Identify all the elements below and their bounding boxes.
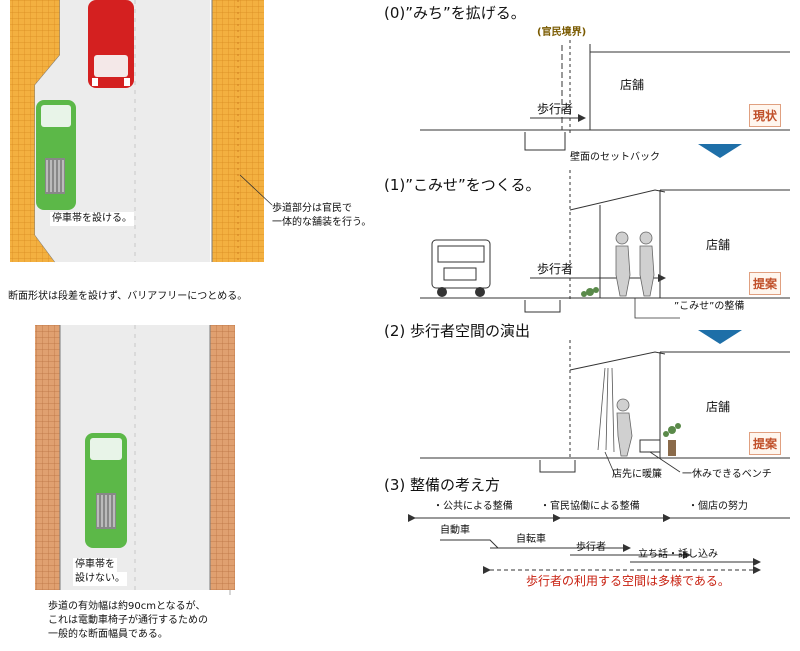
note-paving-line2: 一体的な舗装を行う。 bbox=[272, 217, 372, 228]
collab-works-label: ・官民協働による整備 bbox=[540, 501, 640, 512]
shop-effort-label: ・個店の努力 bbox=[688, 501, 748, 512]
note-parking-bay: 停車帯を設ける。 bbox=[50, 212, 134, 226]
approach-arrows bbox=[408, 514, 790, 574]
caption-barrier-free: 断面形状は段差を設けず、バリアフリーにつとめる。 bbox=[8, 291, 248, 302]
section-1-drawing bbox=[420, 170, 790, 319]
note-paving-line1: 歩道部分は官民で bbox=[272, 203, 352, 214]
road-surface bbox=[35, 0, 210, 262]
walker-label: 歩行者 bbox=[576, 542, 606, 553]
right-sidewalk bbox=[210, 325, 235, 590]
section-0-drawing bbox=[420, 40, 790, 151]
bench-label: 一休みできるベンチ bbox=[682, 469, 772, 480]
bench-icon bbox=[639, 439, 661, 453]
section-1-title: (1)”こみせ”をつくる。 bbox=[384, 176, 541, 194]
section-0-title: (0)”みち”を拡げる。 bbox=[384, 4, 526, 22]
down-arrow-icon bbox=[698, 144, 742, 158]
green-car-bottom bbox=[85, 433, 127, 548]
green-car-top bbox=[36, 100, 76, 210]
plan-top-drawing bbox=[10, 0, 273, 263]
section-0-walker-label: 歩行者 bbox=[537, 102, 574, 116]
chat-label: 立ち話・話し込み bbox=[638, 549, 718, 560]
note-no-bay-line1: 停車帯を bbox=[73, 558, 117, 572]
conclusion-text: 歩行者の利用する空間は多様である。 bbox=[526, 574, 730, 588]
section-2-title: (2) 歩行者空間の演出 bbox=[384, 322, 531, 340]
potted-plant-icon bbox=[663, 423, 681, 456]
section-1-walker-label: 歩行者 bbox=[537, 262, 574, 276]
bicycle-label: 自転車 bbox=[516, 534, 546, 545]
plan-bottom-drawing bbox=[35, 325, 235, 650]
stamp-proposal-1: 提案 bbox=[749, 272, 782, 295]
truck-icon bbox=[431, 239, 491, 297]
stamp-proposal-2: 提案 bbox=[749, 432, 782, 455]
pedestrians-icon bbox=[615, 231, 655, 297]
left-sidewalk bbox=[35, 325, 60, 590]
plan-view-bottom bbox=[0, 325, 280, 650]
red-car bbox=[88, 0, 134, 88]
public-works-label: ・公共による整備 bbox=[433, 501, 513, 512]
komise-label: ”こみせ”の整備 bbox=[674, 301, 745, 312]
caption-width-line1: 歩道の有効幅は約90cmとなるが、 bbox=[48, 601, 206, 612]
down-arrow-icon bbox=[698, 330, 742, 344]
caption-width-line3: 一般的な断面幅員である。 bbox=[48, 629, 168, 640]
setback-label: 壁面のセットバック bbox=[570, 152, 660, 163]
plan-view-top bbox=[0, 0, 280, 275]
plants-icon bbox=[581, 287, 599, 297]
approach-title: (3) 整備の考え方 bbox=[384, 476, 501, 494]
stamp-current: 現状 bbox=[749, 104, 782, 127]
section-drawings bbox=[408, 40, 790, 574]
caption-width-line2: これは電動車椅子が通行するための bbox=[48, 615, 208, 626]
noren-curtain bbox=[597, 367, 615, 453]
noren-label: 店先に暖簾 bbox=[612, 469, 662, 480]
standing-person-icon bbox=[616, 398, 633, 457]
section-2-drawing bbox=[420, 340, 790, 476]
boundary-label: (官民境界) bbox=[537, 27, 587, 38]
section-2-shop-label: 店舗 bbox=[706, 400, 731, 414]
section-1-shop-label: 店舗 bbox=[706, 238, 731, 252]
note-no-bay-line2: 設けない。 bbox=[73, 572, 127, 586]
car-label: 自動車 bbox=[440, 525, 470, 536]
section-0-shop-label: 店舗 bbox=[620, 78, 645, 92]
